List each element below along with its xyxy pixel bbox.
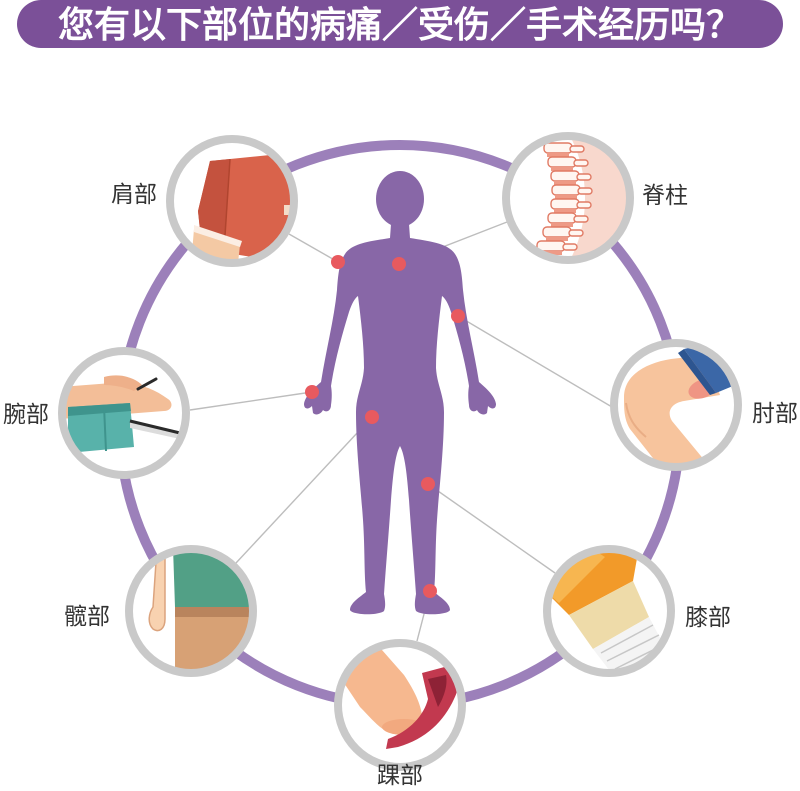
vignette-border — [125, 545, 257, 677]
wrist-icon — [65, 375, 181, 453]
body-silhouette — [304, 224, 496, 615]
label-spine: 脊柱 — [642, 183, 688, 209]
label-elbow: 肘部 — [752, 401, 798, 427]
marker-ankle — [423, 584, 437, 598]
label-ankle: 踝部 — [377, 763, 423, 789]
connector-wrist — [189, 391, 313, 411]
vignette-spine — [502, 132, 634, 264]
region-labels: 肩部 脊柱 肘部 腕部 髋部 膝部 踝部 — [3, 182, 798, 789]
label-shoulder: 肩部 — [111, 182, 157, 208]
vignette-shoulder — [166, 135, 298, 267]
vignette-knee — [543, 545, 675, 677]
marker-hip — [365, 410, 379, 424]
shoulder-icon — [192, 155, 291, 260]
vignette-border — [610, 339, 742, 471]
title-banner-background — [17, 0, 783, 48]
hip-icon — [148, 552, 250, 670]
connectors — [189, 221, 613, 642]
spine-icon — [536, 139, 627, 257]
vignette-border — [543, 545, 675, 677]
vignette-border — [166, 135, 298, 267]
head — [376, 171, 424, 227]
marker-wrist — [305, 385, 319, 399]
label-knee: 膝部 — [685, 605, 731, 631]
label-wrist: 腕部 — [3, 402, 49, 428]
markers — [305, 255, 465, 598]
page-title: 您有以下部位的病痛／受伤／手术经历吗？ — [58, 5, 742, 46]
vignette-border — [502, 132, 634, 264]
label-hip: 髋部 — [64, 604, 110, 630]
connector-shoulder — [288, 233, 339, 263]
marker-spine — [392, 257, 406, 271]
human-body-icon — [304, 171, 496, 615]
knee-icon — [550, 552, 667, 670]
vignette-border — [334, 639, 466, 771]
connector-elbow — [457, 315, 613, 408]
vignette-ankle — [334, 639, 466, 771]
title-banner: 您有以下部位的病痛／受伤／手术经历吗？ — [17, 0, 783, 48]
vignette-border — [58, 347, 190, 479]
vignette-wrist — [58, 347, 190, 479]
vignette-hip — [125, 545, 257, 677]
marker-shoulder — [331, 255, 345, 269]
vignette-elbow — [610, 339, 742, 471]
marker-elbow — [451, 309, 465, 323]
connector-hip — [235, 416, 373, 564]
marker-knee — [421, 477, 435, 491]
connector-knee — [427, 483, 556, 574]
